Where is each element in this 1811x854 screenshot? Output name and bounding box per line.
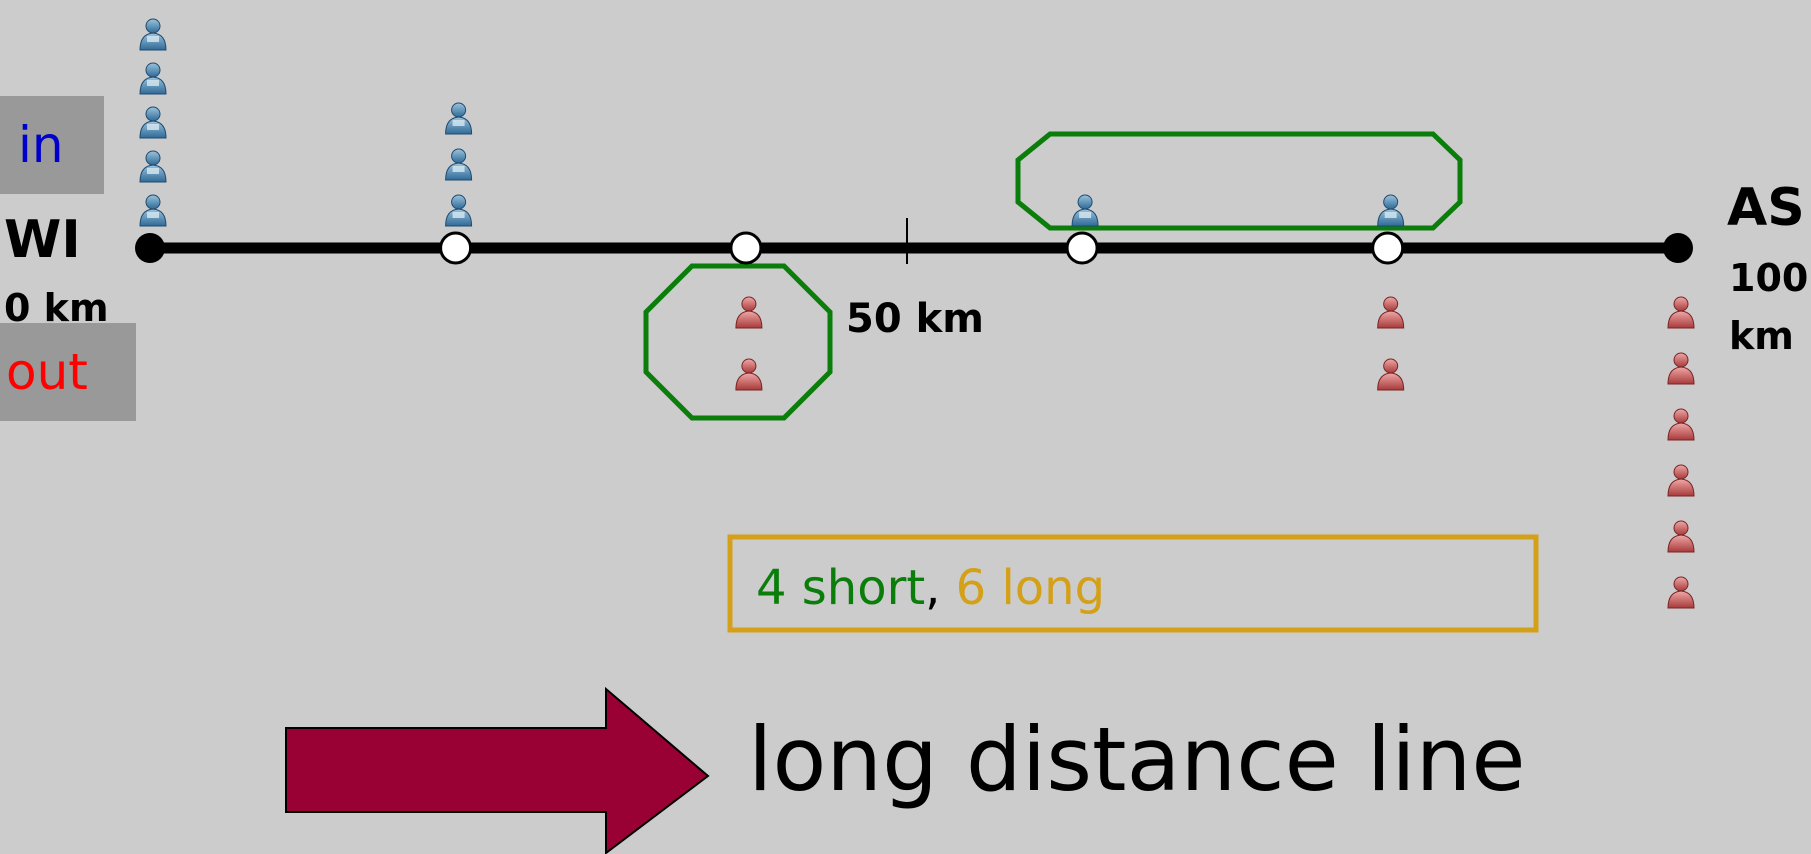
- station-right-distance: 100: [1729, 256, 1809, 300]
- person-boarding-icon: [139, 106, 167, 139]
- person-boarding-icon: [139, 150, 167, 183]
- in-label: in: [18, 116, 64, 174]
- summary-box: [727, 534, 1539, 633]
- in-label-box: in: [0, 96, 104, 194]
- station-right-distance-unit: km: [1729, 314, 1794, 358]
- intermediate-stop: [1065, 231, 1099, 265]
- person-boarding-icon: [139, 18, 167, 51]
- person-alighting-icon: [735, 296, 763, 329]
- station-right-name: AS: [1727, 178, 1805, 238]
- stations: [135, 231, 1693, 265]
- person-alighting-icon: [1667, 352, 1695, 385]
- person-alighting-icon: [1667, 576, 1695, 609]
- person-alighting-icon: [1377, 358, 1405, 391]
- person-boarding-icon: [445, 102, 473, 135]
- summary-text: 4 short, 6 long: [756, 560, 1105, 616]
- intermediate-stop: [729, 231, 763, 265]
- passengers: [139, 18, 1695, 609]
- summary-short: 4 short: [756, 560, 926, 616]
- person-alighting-icon: [1667, 296, 1695, 329]
- conclusion-text: long distance line: [748, 708, 1526, 811]
- person-boarding-icon: [1071, 194, 1099, 227]
- out-label-box: out: [0, 323, 136, 421]
- out-label: out: [6, 343, 88, 401]
- person-boarding-icon: [445, 148, 473, 181]
- intermediate-stop: [1371, 231, 1405, 265]
- midpoint-label: 50 km: [846, 296, 984, 342]
- person-alighting-icon: [735, 358, 763, 391]
- person-boarding-icon: [1377, 194, 1405, 227]
- short-trip-highlight: [643, 263, 833, 421]
- short-trip-highlight: [1015, 131, 1463, 231]
- person-alighting-icon: [1377, 296, 1405, 329]
- person-boarding-icon: [445, 194, 473, 227]
- person-alighting-icon: [1667, 408, 1695, 441]
- right-arrow-icon: [285, 686, 710, 854]
- station-left-name: WI: [4, 210, 81, 270]
- person-boarding-icon: [139, 62, 167, 95]
- person-alighting-icon: [1667, 520, 1695, 553]
- station-left-distance: 0 km: [4, 286, 109, 330]
- summary-long: 6 long: [955, 560, 1106, 616]
- terminal-station: [1663, 233, 1693, 263]
- terminal-station: [135, 233, 165, 263]
- person-alighting-icon: [1667, 464, 1695, 497]
- intermediate-stop: [439, 231, 473, 265]
- summary-separator: ,: [925, 560, 956, 616]
- person-boarding-icon: [139, 194, 167, 227]
